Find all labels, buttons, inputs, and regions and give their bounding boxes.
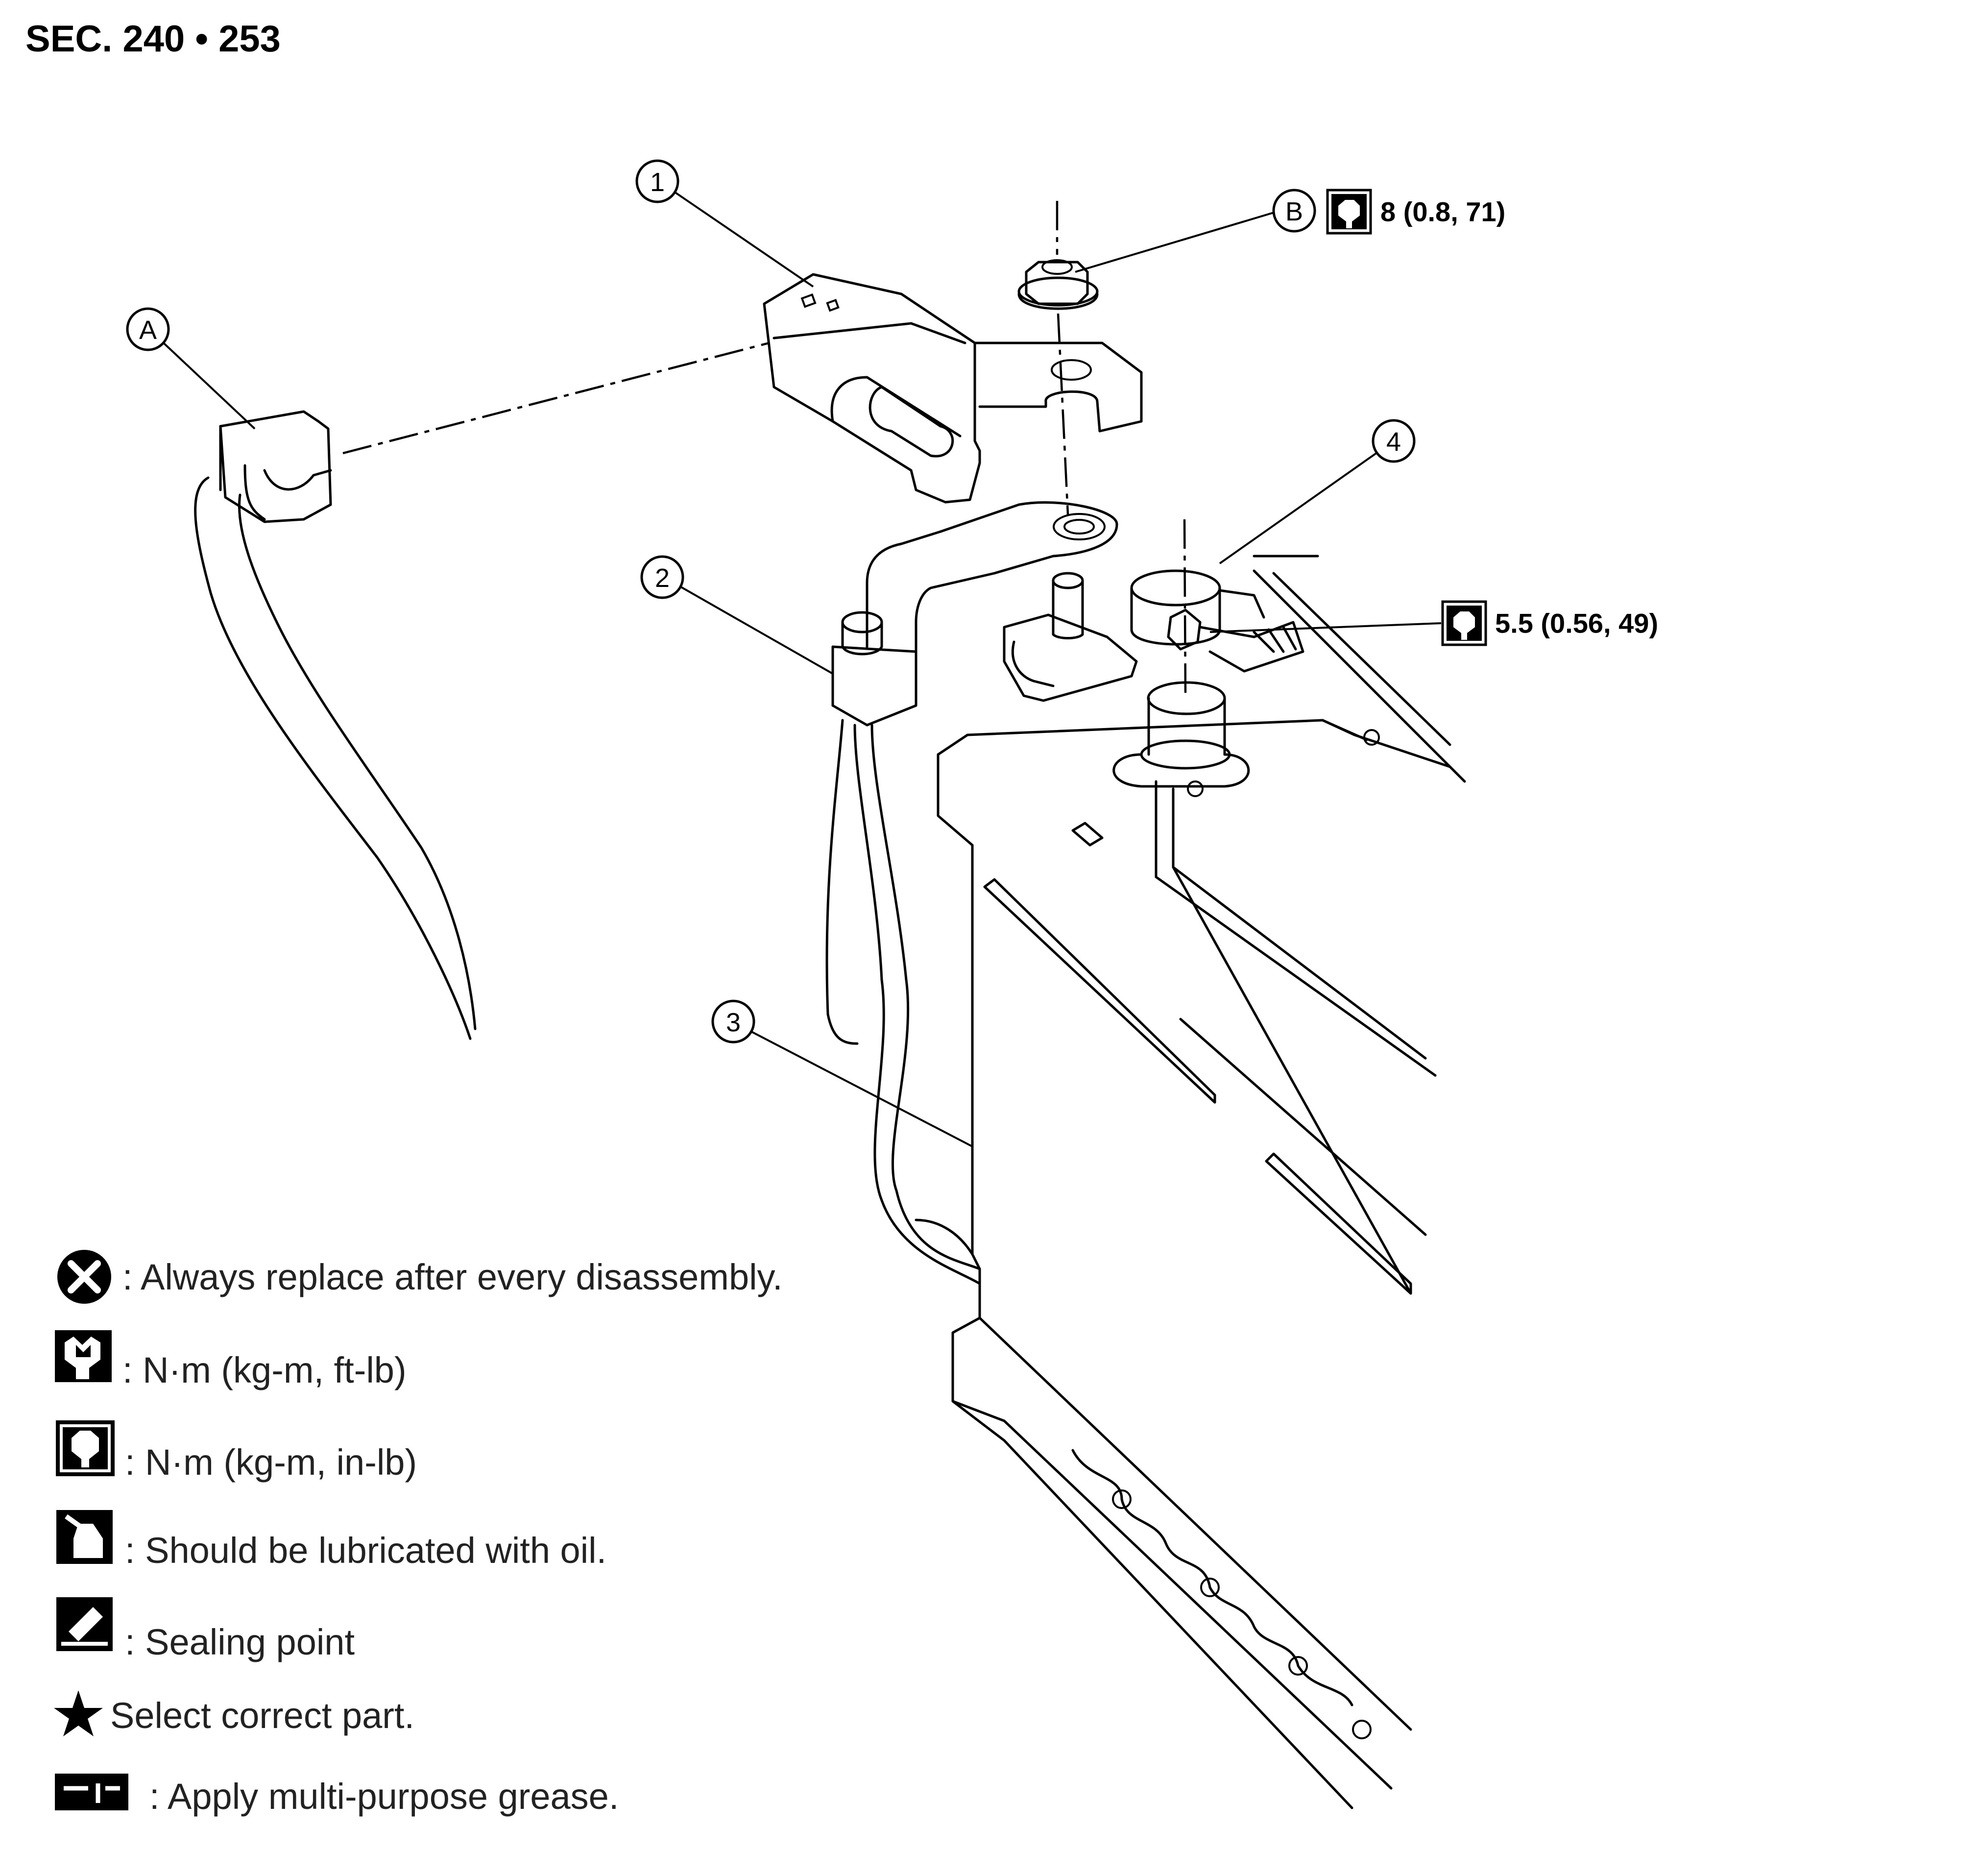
- legend-text-torque-ftlb: : N·m (kg-m, ft-lb): [122, 1350, 407, 1390]
- battery: [937, 555, 1466, 1809]
- legend-text-oil: : Should be lubricated with oil.: [125, 1530, 607, 1571]
- oil-can-icon: [56, 1510, 113, 1564]
- grease-icon: [55, 1774, 128, 1810]
- callout-part-1: 1: [635, 159, 679, 203]
- legend-text-replace: : Always replace after every disassembly…: [122, 1257, 783, 1297]
- sealing-point-icon: [56, 1597, 113, 1651]
- torque-inlb-icon: [1326, 189, 1372, 235]
- callout-label: 3: [726, 1008, 741, 1037]
- callout-part-3: 3: [711, 999, 755, 1044]
- legend-text-select-part: Select correct part.: [110, 1695, 415, 1736]
- callout-part-4: 4: [1372, 419, 1416, 463]
- torque-inlb-icon: [1441, 600, 1487, 646]
- callout-point-b: B: [1272, 189, 1316, 233]
- legend-text-sealing: : Sealing point: [125, 1622, 355, 1662]
- torque-value-terminal: 5.5 (0.56, 49): [1495, 608, 1658, 639]
- callout-part-2: 2: [640, 555, 684, 599]
- callout-label: 1: [650, 168, 665, 197]
- replace-x-icon: [57, 1250, 111, 1304]
- legend-text-grease: : Apply multi-purpose grease.: [149, 1776, 619, 1817]
- callout-label: B: [1285, 197, 1303, 226]
- harness-connector-a: [194, 341, 770, 1040]
- callout-label: 4: [1386, 427, 1401, 457]
- leader-lines: [147, 180, 1442, 1147]
- legend-text-torque-inlb: : N·m (kg-m, in-lb): [125, 1442, 417, 1483]
- section-code: SEC. 240 • 253: [25, 18, 281, 60]
- battery-current-sensor: [763, 201, 1143, 1285]
- callout-label: 2: [655, 563, 670, 593]
- callout-point-a: A: [126, 307, 170, 351]
- callout-label: A: [139, 316, 157, 345]
- torque-inlb-icon: [56, 1420, 115, 1476]
- battery-terminal-post: [1112, 519, 1304, 788]
- torque-ftlb-icon: [55, 1330, 112, 1382]
- torque-value-b: 8 (0.8, 71): [1380, 196, 1505, 227]
- star-icon: [54, 1690, 103, 1736]
